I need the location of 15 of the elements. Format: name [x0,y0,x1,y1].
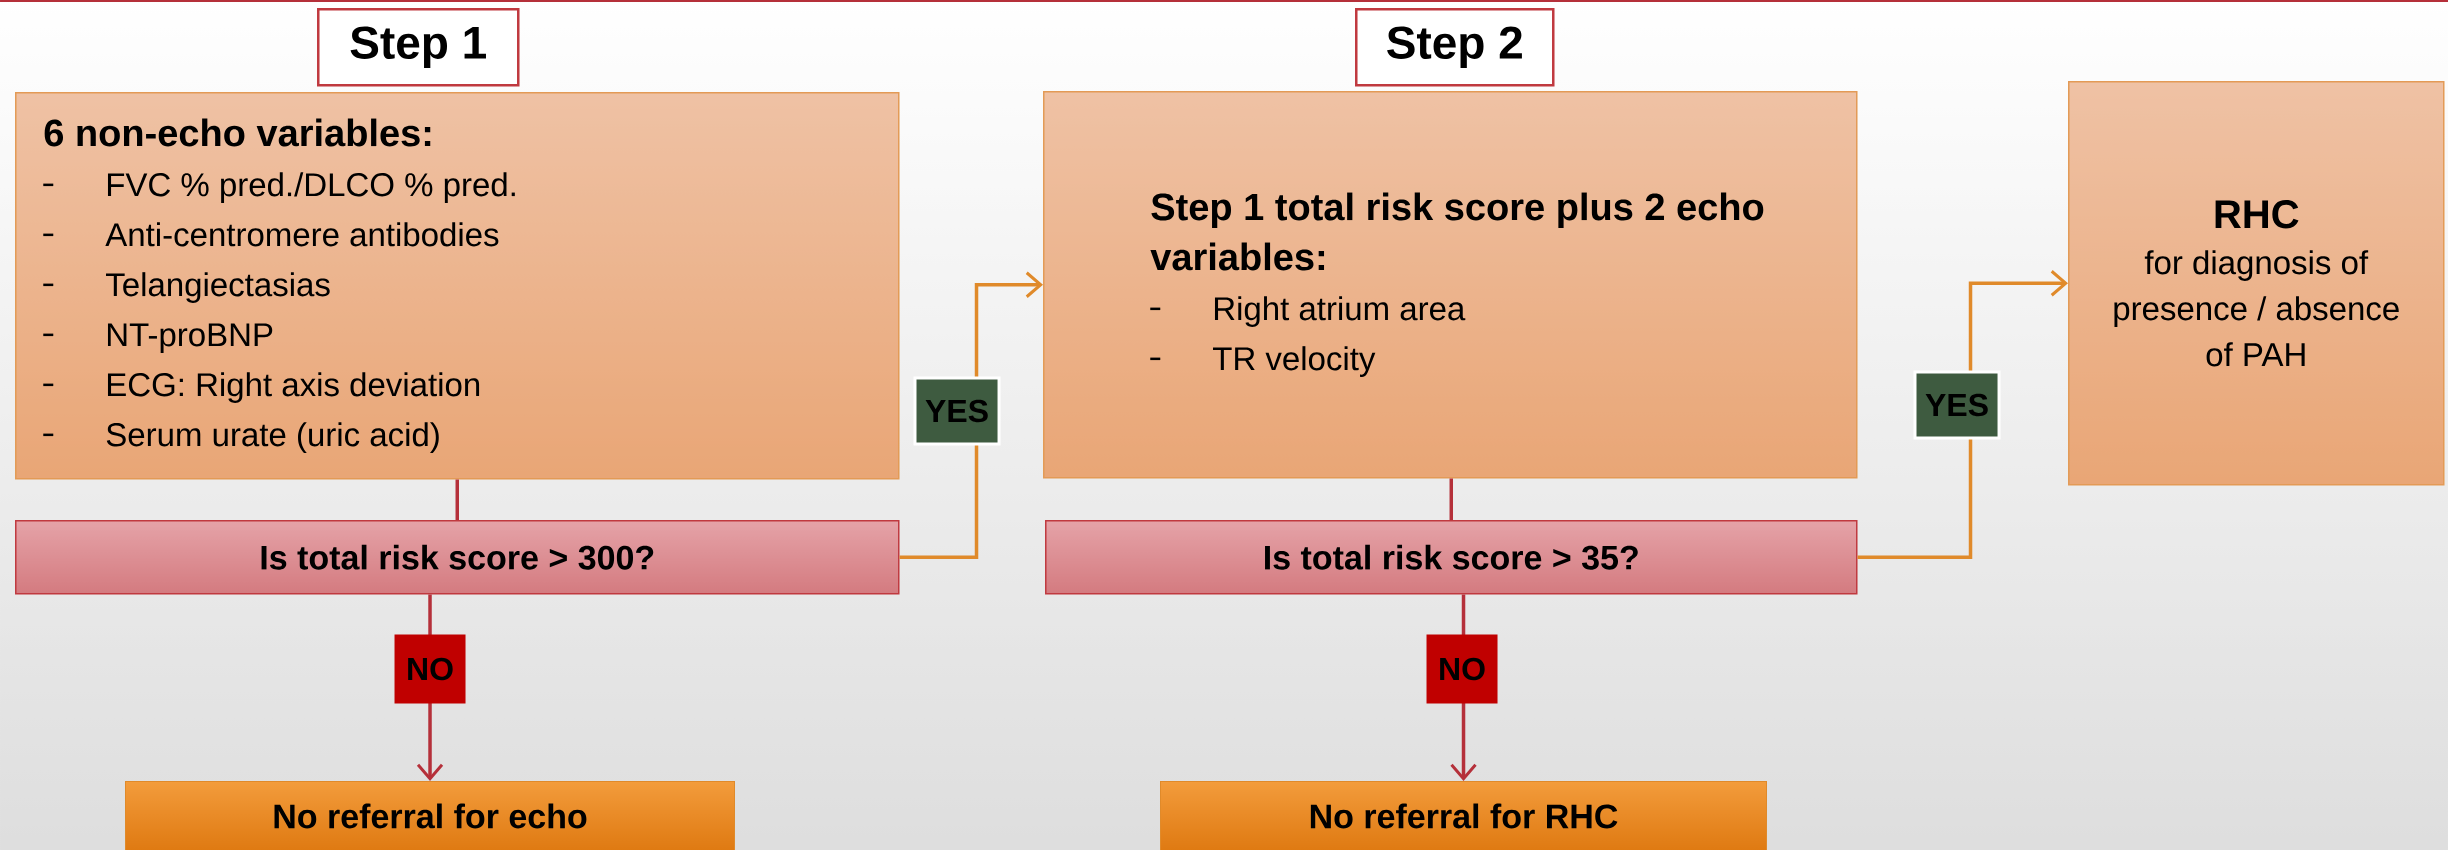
outcome-box: No referral for RHC [1160,781,1767,850]
decision-box: Is total risk score > 300? [15,520,900,595]
criteria-box: 6 non-echo variables: FVC % pred./DLCO % pred. Anti-centromere antibodies Telangiectasias NT-proBNP ECG: Right axis deviation Serum urate (uric acid) [15,92,900,480]
step-label: Step 2 [1355,8,1555,87]
referral-box: RHC for diagnosis of presence / absence of PAH [2068,81,2445,486]
outcome-box: No referral for echo [125,781,735,850]
connector-line [1449,478,1453,520]
edge-label: NO [394,634,466,704]
decision-box: Is total risk score > 35? [1045,520,1858,595]
edge-label: NO [1426,634,1498,704]
criteria-box: Step 1 total risk score plus 2 echo variables: Right atrium area TR velocity [1043,91,1858,479]
step-label: Step 1 [317,8,520,87]
edge-label: YES [1913,370,2001,440]
edge-label: YES [913,376,1001,446]
connector-line [455,479,459,520]
